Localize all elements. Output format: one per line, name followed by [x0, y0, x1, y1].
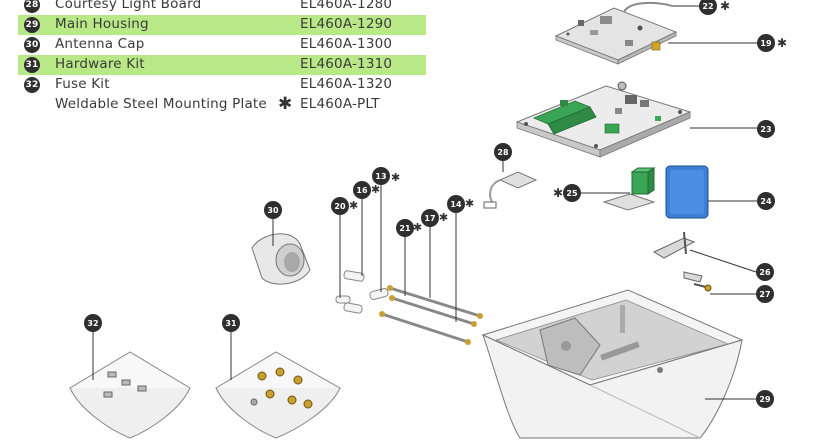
svg-text:32: 32 — [87, 319, 98, 328]
callout-22: 22 ✱ — [699, 0, 730, 15]
part-number-badge: 32 — [24, 77, 40, 93]
courtesy-light-board — [483, 171, 538, 209]
callout-32: 32 — [84, 314, 102, 332]
callout-27: 27 — [756, 285, 774, 303]
parts-row-31: 31 Hardware Kit EL460A-1310 — [18, 55, 426, 75]
part-number-badge: 29 — [24, 17, 40, 33]
svg-text:✱: ✱ — [777, 36, 787, 50]
svg-text:✱: ✱ — [553, 186, 563, 200]
svg-text:23: 23 — [760, 125, 771, 134]
relay-board — [602, 167, 656, 211]
svg-text:20: 20 — [334, 202, 346, 211]
svg-text:✱: ✱ — [413, 221, 422, 234]
svg-text:22: 22 — [702, 2, 713, 11]
part-number-badge: 30 — [24, 37, 40, 53]
part-description: Fuse Kit — [55, 76, 110, 92]
callout-13: 13 ✱ — [372, 167, 400, 185]
svg-text:✱: ✱ — [465, 197, 474, 210]
svg-text:30: 30 — [267, 206, 279, 215]
svg-text:25: 25 — [566, 189, 578, 198]
long-bolts — [379, 285, 483, 345]
callout-23: 23 — [757, 120, 775, 138]
callout-26: 26 — [756, 263, 774, 281]
callout-24: 24 — [757, 192, 775, 210]
part-description: Weldable Steel Mounting Plate — [55, 96, 267, 112]
parts-row-mounting-plate: Weldable Steel Mounting Plate ✱ EL460A-P… — [18, 94, 426, 115]
svg-text:17: 17 — [424, 214, 435, 223]
callout-29: 29 — [756, 390, 774, 408]
part-code: EL460A-1290 — [300, 16, 393, 32]
svg-text:16: 16 — [356, 186, 368, 195]
parts-row-29: 29 Main Housing EL460A-1290 — [18, 15, 426, 35]
antenna-cap — [251, 233, 311, 285]
svg-text:26: 26 — [759, 268, 771, 277]
svg-text:24: 24 — [760, 197, 772, 206]
part-number-badge: 28 — [24, 0, 40, 13]
callout-31: 31 — [222, 314, 240, 332]
part-code: EL460A-1320 — [300, 76, 393, 92]
bracket-parts — [652, 231, 712, 292]
fuse-kit-bag — [69, 351, 191, 439]
star-icon: ✱ — [278, 94, 293, 114]
parts-row-32: 32 Fuse Kit EL460A-1320 — [18, 75, 426, 95]
top-control-board — [554, 1, 678, 65]
svg-text:✱: ✱ — [439, 211, 448, 224]
callout-21: 21✱ — [396, 219, 422, 237]
callout-16: 16✱ — [353, 181, 380, 199]
part-description: Courtesy Light Board — [55, 0, 202, 12]
part-code: EL460A-PLT — [300, 96, 380, 112]
callout-17: 17 ✱ — [421, 209, 448, 227]
svg-text:✱: ✱ — [391, 171, 400, 184]
part-description: Hardware Kit — [55, 56, 145, 72]
part-code: EL460A-1310 — [300, 56, 393, 72]
part-code: EL460A-1300 — [300, 36, 393, 52]
callout-25: 25✱ — [553, 184, 581, 202]
svg-text:31: 31 — [225, 319, 237, 328]
parts-row-28: 28 Courtesy Light Board EL460A-1280 — [18, 0, 426, 15]
main-control-board — [515, 81, 692, 158]
callout-14: 14✱ — [447, 195, 474, 213]
part-code: EL460A-1280 — [300, 0, 393, 12]
part-description: Antenna Cap — [55, 36, 145, 52]
svg-text:19: 19 — [760, 39, 772, 48]
callout-30: 30 — [264, 201, 282, 219]
parts-row-30: 30 Antenna Cap EL460A-1300 — [18, 35, 426, 55]
svg-text:14: 14 — [450, 200, 462, 209]
part-description: Main Housing — [55, 16, 149, 32]
part-number-badge: 31 — [24, 57, 40, 73]
callout-19: 19 ✱ — [757, 34, 787, 52]
callout-28: 28 — [494, 143, 512, 161]
svg-text:✱: ✱ — [371, 183, 380, 196]
svg-text:29: 29 — [759, 395, 771, 404]
svg-text:13: 13 — [375, 172, 386, 181]
svg-text:21: 21 — [399, 224, 411, 233]
svg-text:✱: ✱ — [720, 0, 730, 13]
callout-20: 20✱ — [331, 197, 358, 215]
svg-text:27: 27 — [759, 290, 770, 299]
main-housing — [481, 289, 744, 439]
svg-text:28: 28 — [497, 148, 509, 157]
hardware-kit-bag — [215, 351, 342, 439]
svg-text:✱: ✱ — [349, 199, 358, 212]
